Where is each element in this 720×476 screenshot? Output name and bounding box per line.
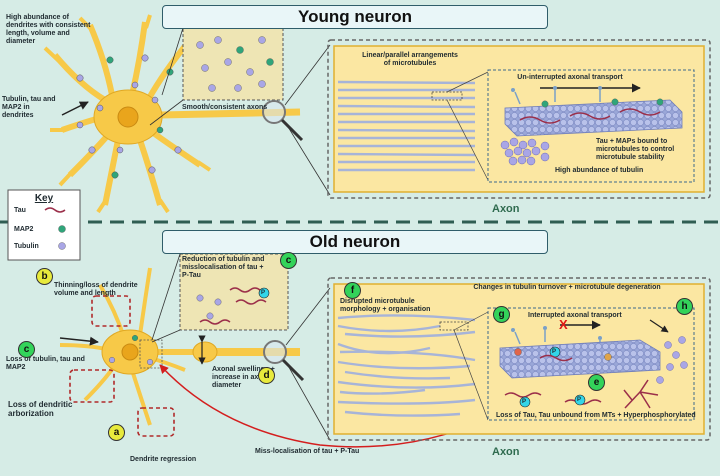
- young-maps-note: Tau + MAPs bound to microtubules to cont…: [596, 138, 675, 161]
- old-loss-arrow: [59, 336, 99, 346]
- badge-d: d: [258, 367, 275, 384]
- badge-h: h: [676, 298, 693, 315]
- young-zoom-tubulin: [196, 36, 274, 92]
- key-item-map2: MAP2: [14, 226, 34, 233]
- key-map2-symbol: [58, 225, 66, 233]
- p-tau-mark-panel: P: [261, 290, 266, 296]
- zoom-line: [151, 253, 181, 341]
- young-linear-microtubules: [337, 80, 476, 172]
- young-free-tubulin: [500, 137, 550, 166]
- young-tubulin-note: High abundance of tubulin: [555, 167, 644, 174]
- old-e-note: Loss of Tau, Tau unbound from MTs + Hype…: [496, 412, 696, 419]
- key-box: [7, 189, 81, 261]
- old-dendrite-proteins: [108, 335, 153, 366]
- old-c-loss-note: Loss of tubulin, tau and MAP2: [6, 356, 85, 371]
- p-tau-mark-mt: P: [552, 349, 557, 355]
- young-protein-arrow: [61, 101, 89, 116]
- zoom-line: [284, 44, 331, 106]
- old-mt-markers: [514, 346, 612, 361]
- young-transport-note: Un-interrupted axonal transport: [517, 74, 623, 81]
- old-soma-zoom-box: [139, 339, 163, 369]
- old-zoom-contents: [196, 287, 270, 325]
- key-tau-symbol: [44, 207, 66, 213]
- young-axon-note: Smooth/consistent axons: [182, 104, 268, 111]
- old-microtubule: [499, 339, 661, 379]
- old-magnifier: [263, 340, 287, 364]
- young-dendrites-note: High abundance of dendrites with consist…: [6, 14, 91, 45]
- zoom-line: [284, 121, 331, 196]
- zoom-line: [161, 27, 184, 96]
- degeneration-arrow: [649, 319, 669, 333]
- old-disrupted-microtubules: [337, 314, 476, 417]
- key-item-tau: Tau: [14, 207, 26, 214]
- unbound-tau-group: [504, 379, 659, 409]
- old-axon-label: Axon: [492, 446, 520, 458]
- old-degrading-tubulin: [656, 336, 688, 384]
- zoom-line: [446, 99, 489, 181]
- zoom-line: [151, 329, 181, 343]
- transport-block-mark: X: [559, 317, 568, 332]
- key-tubulin-symbol: [58, 242, 66, 250]
- young-axon-label: Axon: [492, 203, 520, 215]
- old-misloc-note: Miss-localisation of tau + P-Tau: [255, 448, 360, 455]
- old-b-note: Thinning/loss of dendrite volume and len…: [54, 282, 138, 297]
- zoom-line: [453, 329, 489, 421]
- old-regression-note: Dendrite regression: [130, 456, 197, 463]
- young-linear-note: Linear/parallel arrangements of microtub…: [362, 52, 458, 67]
- badge-c-panel: c: [280, 252, 297, 269]
- p-tau-mark-unbound-2: P: [577, 397, 582, 403]
- zoom-line: [285, 287, 331, 346]
- young-mt-tau: [519, 108, 661, 124]
- young-transport-vesicles: [511, 86, 602, 105]
- young-proteins-note: Tubulin, tau and MAP2 in dendrites: [2, 96, 56, 119]
- badge-e: e: [588, 374, 605, 391]
- badge-c-loss: c: [18, 341, 35, 358]
- old-neuron-title: Old neuron: [162, 230, 548, 254]
- badge-a: a: [108, 424, 125, 441]
- old-a-note: Loss of dendritic arborization: [8, 400, 73, 418]
- axonal-swelling: [192, 341, 218, 363]
- zoom-line: [446, 71, 489, 93]
- old-d-note: Axonal swellings + increase in axon diam…: [212, 366, 275, 389]
- old-axon-panel-outline: [327, 277, 711, 441]
- zoom-line: [453, 311, 489, 331]
- old-mt-tau: [539, 354, 573, 362]
- young-neuron-title: Young neuron: [162, 5, 548, 29]
- badge-g: g: [493, 306, 510, 323]
- young-mt-map2: [541, 98, 664, 108]
- key-title: Key: [34, 193, 54, 204]
- magnifier-handle: [280, 118, 304, 142]
- old-g-note: Interrupted axonal transport: [528, 312, 622, 319]
- p-tau-mark-unbound-1: P: [522, 399, 527, 405]
- old-f-note: Disrupted microtubule morphology + organ…: [340, 298, 431, 313]
- badge-b: b: [36, 268, 53, 285]
- zoom-line: [285, 361, 331, 441]
- old-zoom-panel: [179, 253, 289, 331]
- hyperphosphorylated-tau: [623, 379, 659, 409]
- key-item-tubulin: Tubulin: [14, 243, 39, 250]
- young-axon-panel-outline: [327, 39, 711, 199]
- old-h-note: Changes in tubulin turnover + microtubul…: [473, 284, 661, 291]
- badge-f: f: [344, 282, 361, 299]
- old-c-note: Reduction of tubulin and misslocalisatio…: [182, 256, 265, 279]
- magnifier-handle: [281, 358, 305, 382]
- young-magnifier: [262, 100, 286, 124]
- young-zoom-panel: [182, 27, 284, 101]
- old-dendrite-dashed-regions: [69, 295, 175, 437]
- zoom-line: [149, 99, 184, 126]
